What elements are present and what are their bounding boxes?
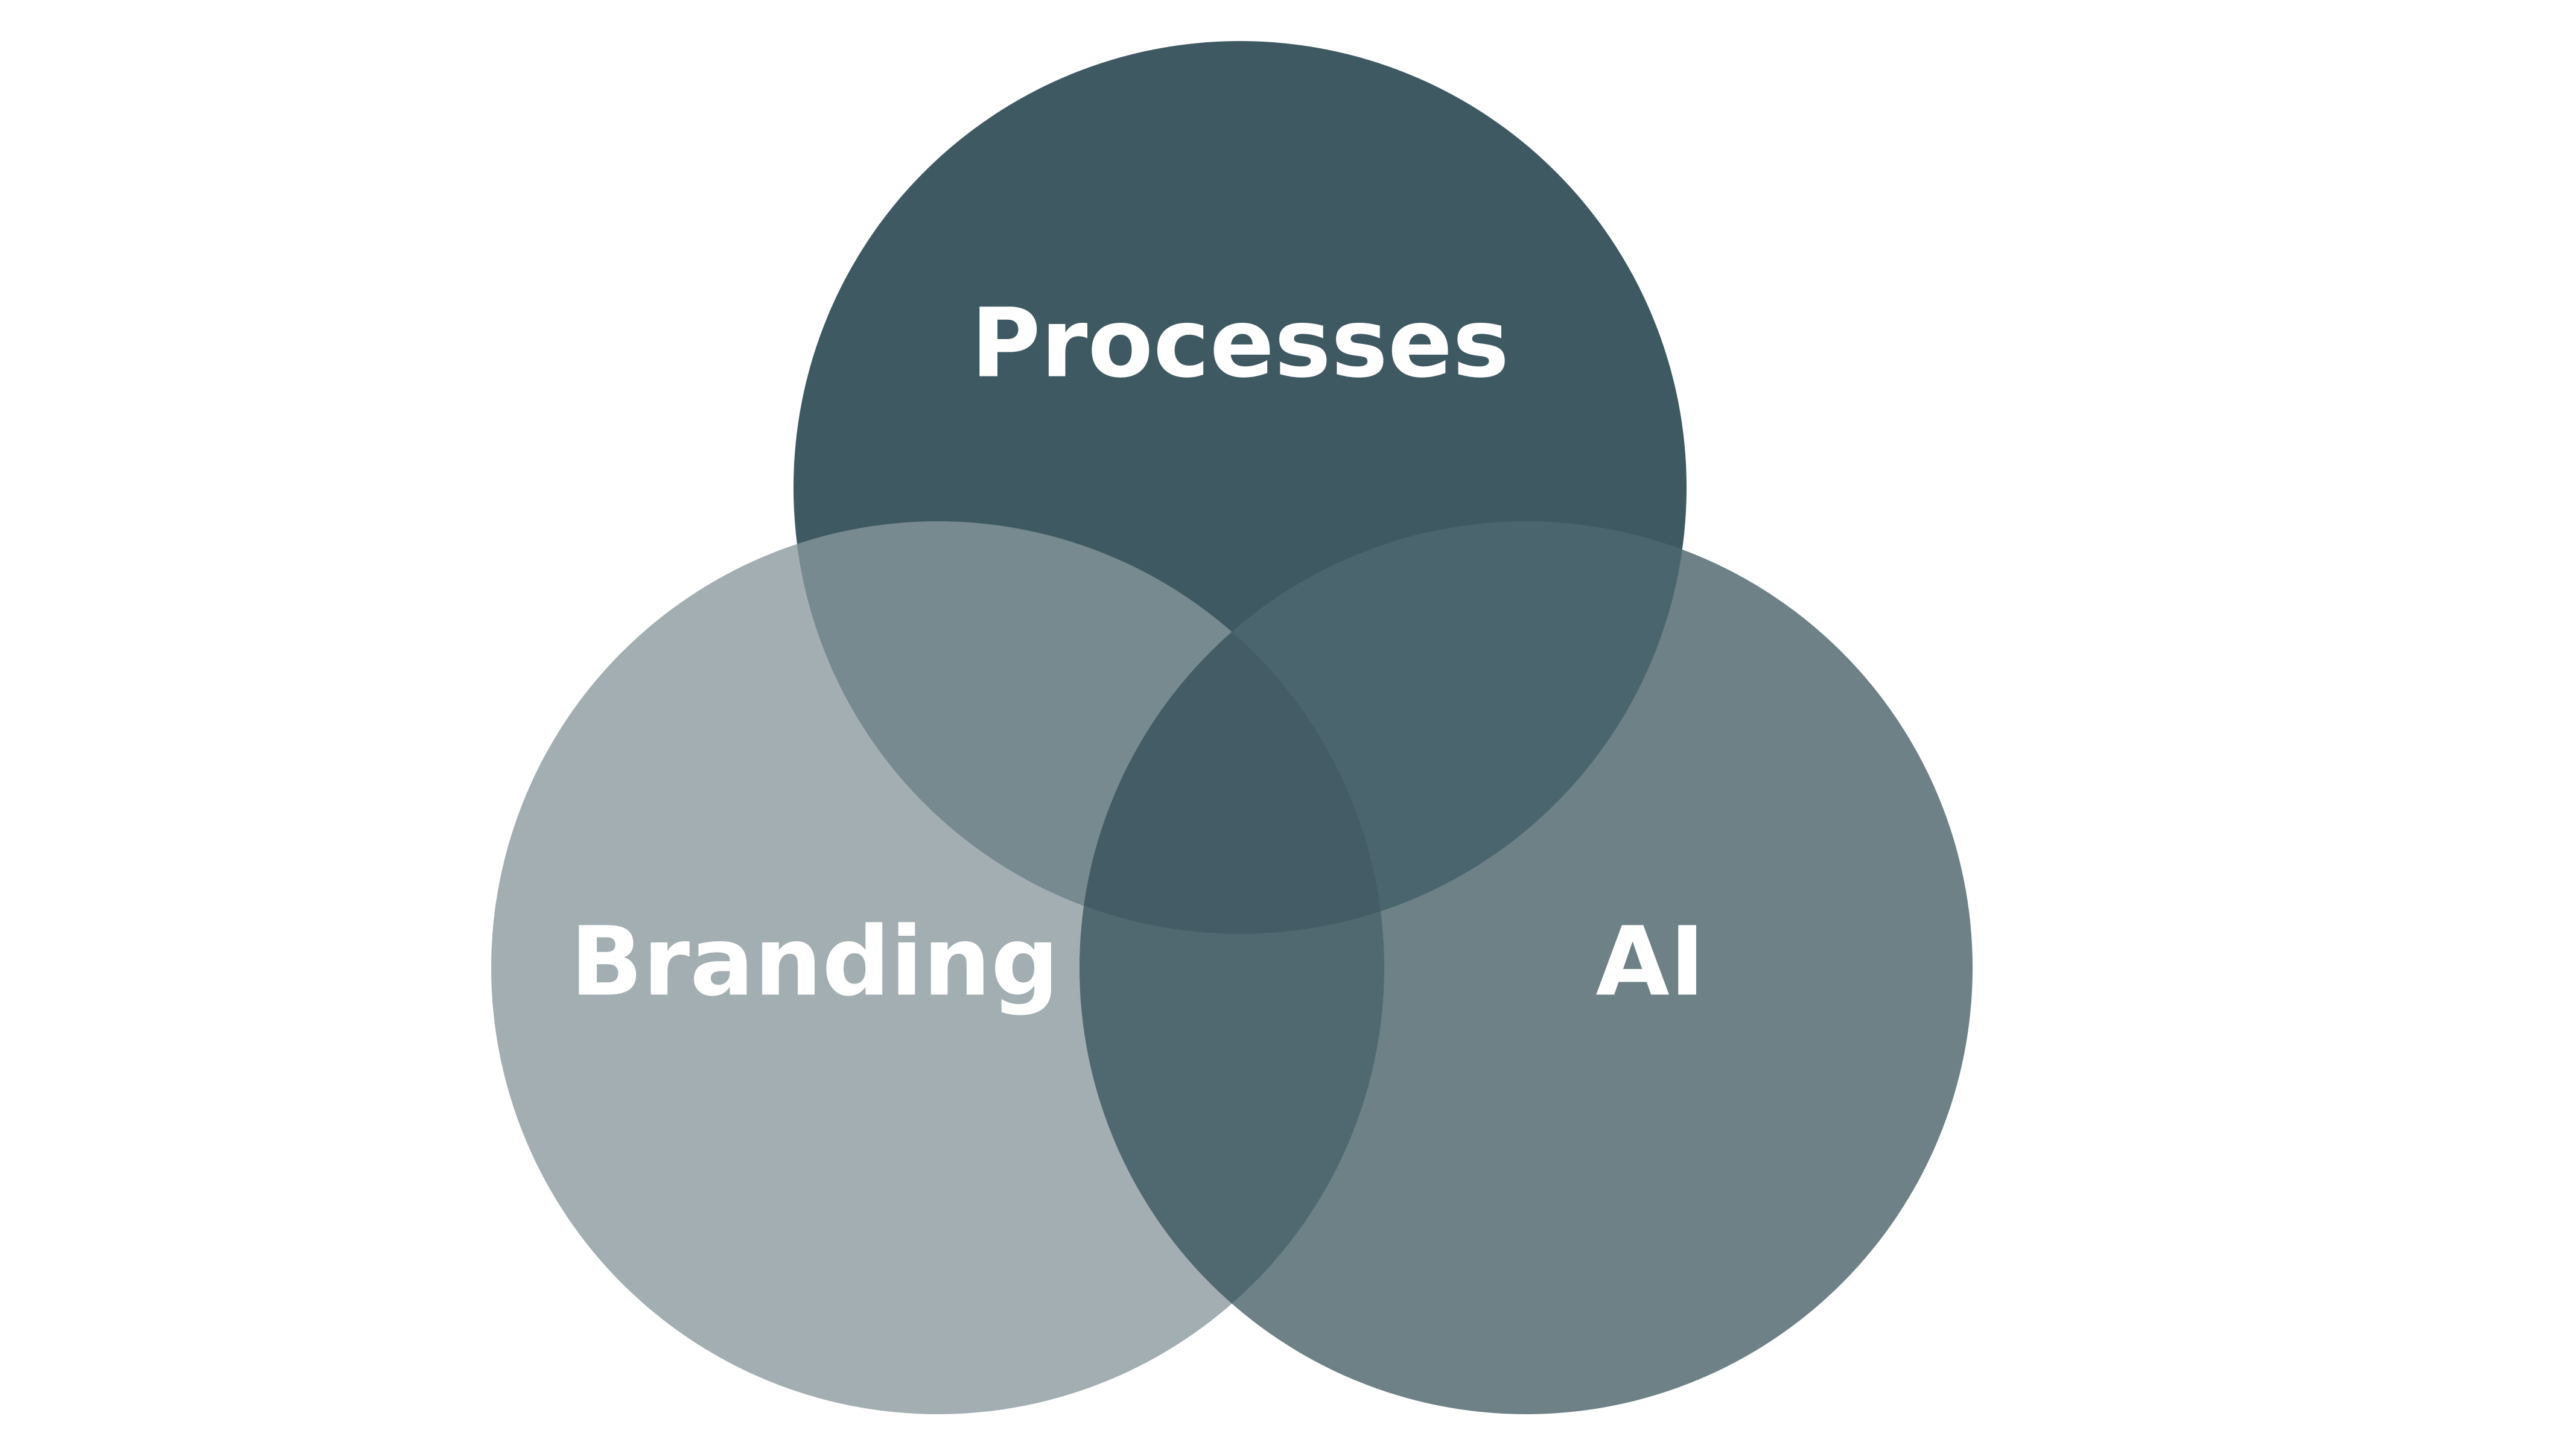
label-processes: Processes (971, 288, 1509, 399)
label-ai: AI (1595, 906, 1705, 1017)
overlap-all (1080, 521, 1384, 934)
label-branding: Branding (570, 906, 1059, 1017)
